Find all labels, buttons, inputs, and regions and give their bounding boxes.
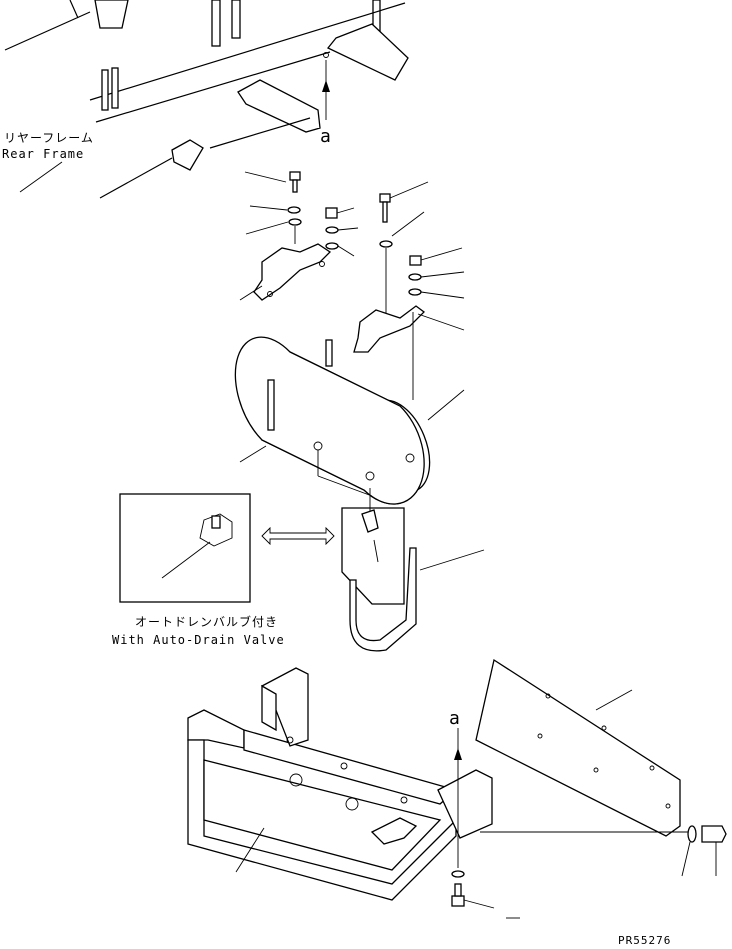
arrow-up-icon xyxy=(454,748,462,760)
rear-frame xyxy=(4,0,409,199)
air-tank xyxy=(234,336,465,505)
base-frame xyxy=(187,667,493,901)
rear-frame-label-jp: リヤーフレーム xyxy=(4,131,94,145)
arrow-up-icon xyxy=(322,80,330,92)
right-bracket-assembly xyxy=(353,181,465,400)
view-a-label-bottom: a xyxy=(449,708,461,729)
auto-drain-label-en: With Auto-Drain Valve xyxy=(112,633,285,647)
double-arrow-icon xyxy=(261,526,335,546)
part-code: PR55276 xyxy=(618,934,672,947)
view-a-label-top: a xyxy=(320,126,332,147)
rear-frame-label-en: Rear Frame xyxy=(2,147,85,161)
drain-assembly xyxy=(119,488,485,652)
left-bracket-assembly xyxy=(239,171,359,301)
lower-fastener xyxy=(451,728,520,919)
auto-drain-label-jp: オートドレンバルブ付き xyxy=(135,615,279,629)
cover-plate xyxy=(475,658,727,877)
